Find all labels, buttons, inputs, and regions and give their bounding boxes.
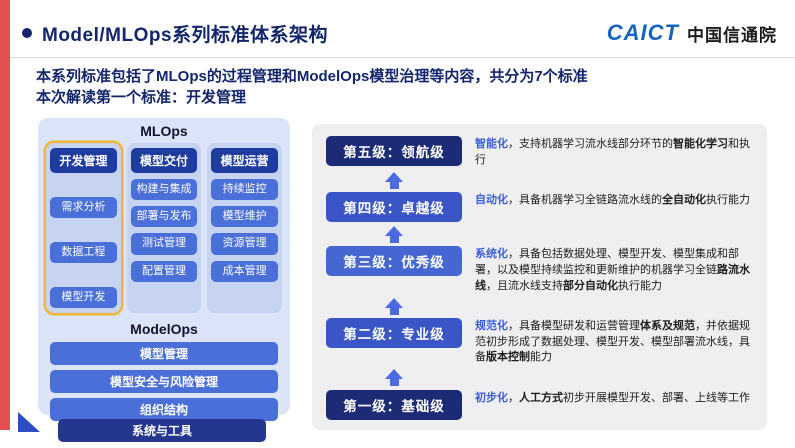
mlops-item: 模型维护 bbox=[211, 206, 279, 228]
mlops-column-dev-management: 开发管理 需求分析 数据工程 模型开发 bbox=[46, 143, 121, 313]
intro-line-2: 本次解读第一个标准：开发管理 bbox=[36, 89, 247, 106]
mlops-item: 构建与集成 bbox=[130, 179, 198, 201]
level-row-4: 第四级：卓越级 自动化，具备机器学习全链路流水线的全自动化执行能力 bbox=[326, 192, 753, 223]
level-description: 系统化，具备包括数据处理、模型开发、模型集成和部署，以及模型持续监控和更新维护的… bbox=[475, 248, 750, 292]
level-row-2: 第二级：专业级 规范化，具备模型研发和运营管理体系及规范，并依据规范初步形成了数… bbox=[326, 318, 753, 366]
caict-logo-text: CAICT bbox=[606, 20, 679, 45]
level-description: 自动化，具备机器学习全链路流水线的全自动化执行能力 bbox=[475, 194, 750, 207]
mlops-item: 资源管理 bbox=[211, 233, 279, 255]
level-badge: 第四级：卓越级 bbox=[326, 192, 462, 223]
mlops-columns: 开发管理 需求分析 数据工程 模型开发 模型交付 构建与集成 部署与发布 测试管… bbox=[46, 143, 283, 313]
caict-logo: CAICT 中国信通院 bbox=[607, 20, 777, 46]
level-description: 规范化，具备模型研发和运营管理体系及规范，并依据规范初步形成了数据处理、模型开发… bbox=[475, 320, 750, 364]
left-accent-strip bbox=[0, 0, 10, 430]
mlops-item: 模型开发 bbox=[50, 286, 117, 308]
mlops-panel: MLOps 开发管理 需求分析 数据工程 模型开发 模型交付 构建与集成 部署与… bbox=[38, 118, 290, 421]
level-badge: 第一级：基础级 bbox=[326, 390, 462, 420]
up-arrow-icon bbox=[326, 171, 462, 189]
modelops-bar: 模型安全与风险管理 bbox=[50, 370, 278, 393]
level-row-3: 第三级：优秀级 系统化，具备包括数据处理、模型开发、模型集成和部署，以及模型持续… bbox=[326, 246, 753, 294]
level-badge: 第二级：专业级 bbox=[326, 318, 462, 349]
mlops-column-model-operation: 模型运营 持续监控 模型维护 资源管理 成本管理 bbox=[207, 143, 283, 313]
level-row-5: 第五级：领航级 智能化，支持机器学习流水线部分环节的智能化学习和执行 bbox=[326, 136, 753, 168]
intro-line-1: 本系列标准包括了MLOps的过程管理和ModelOps模型治理等内容，共分为7个… bbox=[36, 68, 588, 85]
mlops-item: 测试管理 bbox=[130, 233, 198, 255]
bullseye-icon bbox=[22, 28, 32, 38]
mlops-item: 需求分析 bbox=[50, 196, 117, 218]
mlops-item: 数据工程 bbox=[50, 241, 117, 263]
mlops-item: 配置管理 bbox=[130, 260, 198, 282]
column-header: 开发管理 bbox=[50, 148, 117, 173]
modelops-bar: 组织结构 bbox=[50, 398, 278, 421]
up-arrow-icon bbox=[326, 369, 462, 387]
caict-logo-cn: 中国信通院 bbox=[687, 25, 777, 45]
mlops-item: 持续监控 bbox=[211, 179, 279, 201]
mlops-item: 部署与发布 bbox=[130, 206, 198, 228]
level-description: 初步化，人工方式初步开展模型开发、部署、上线等工作 bbox=[475, 392, 750, 404]
column-header: 模型运营 bbox=[211, 148, 279, 173]
level-badge: 第五级：领航级 bbox=[326, 136, 462, 166]
mlops-column-model-delivery: 模型交付 构建与集成 部署与发布 测试管理 配置管理 bbox=[126, 143, 202, 313]
modelops-bar: 模型管理 bbox=[50, 342, 278, 365]
corner-triangle-decoration bbox=[18, 412, 40, 432]
level-badge: 第三级：优秀级 bbox=[326, 246, 462, 277]
level-description: 智能化，支持机器学习流水线部分环节的智能化学习和执行 bbox=[475, 138, 750, 166]
mlops-item: 成本管理 bbox=[211, 260, 279, 282]
modelops-title: ModelOps bbox=[130, 321, 198, 337]
systems-tools-bar: 系统与工具 bbox=[58, 419, 266, 442]
maturity-panel: 第五级：领航级 智能化，支持机器学习流水线部分环节的智能化学习和执行 第四级：卓… bbox=[312, 124, 767, 430]
page-title: Model/MLOps系列标准体系架构 bbox=[42, 24, 329, 46]
level-row-1: 第一级：基础级 初步化，人工方式初步开展模型开发、部署、上线等工作 bbox=[326, 390, 753, 420]
mlops-title: MLOps bbox=[140, 123, 188, 139]
header-divider bbox=[10, 57, 795, 58]
column-header: 模型交付 bbox=[130, 148, 198, 173]
modelops-bars: 模型管理 模型安全与风险管理 组织结构 bbox=[46, 342, 282, 421]
header: Model/MLOps系列标准体系架构 CAICT 中国信通院 bbox=[22, 16, 777, 50]
up-arrow-icon bbox=[326, 225, 462, 243]
intro-text: 本系列标准包括了MLOps的过程管理和ModelOps模型治理等内容，共分为7个… bbox=[36, 66, 765, 108]
up-arrow-icon bbox=[326, 297, 462, 315]
